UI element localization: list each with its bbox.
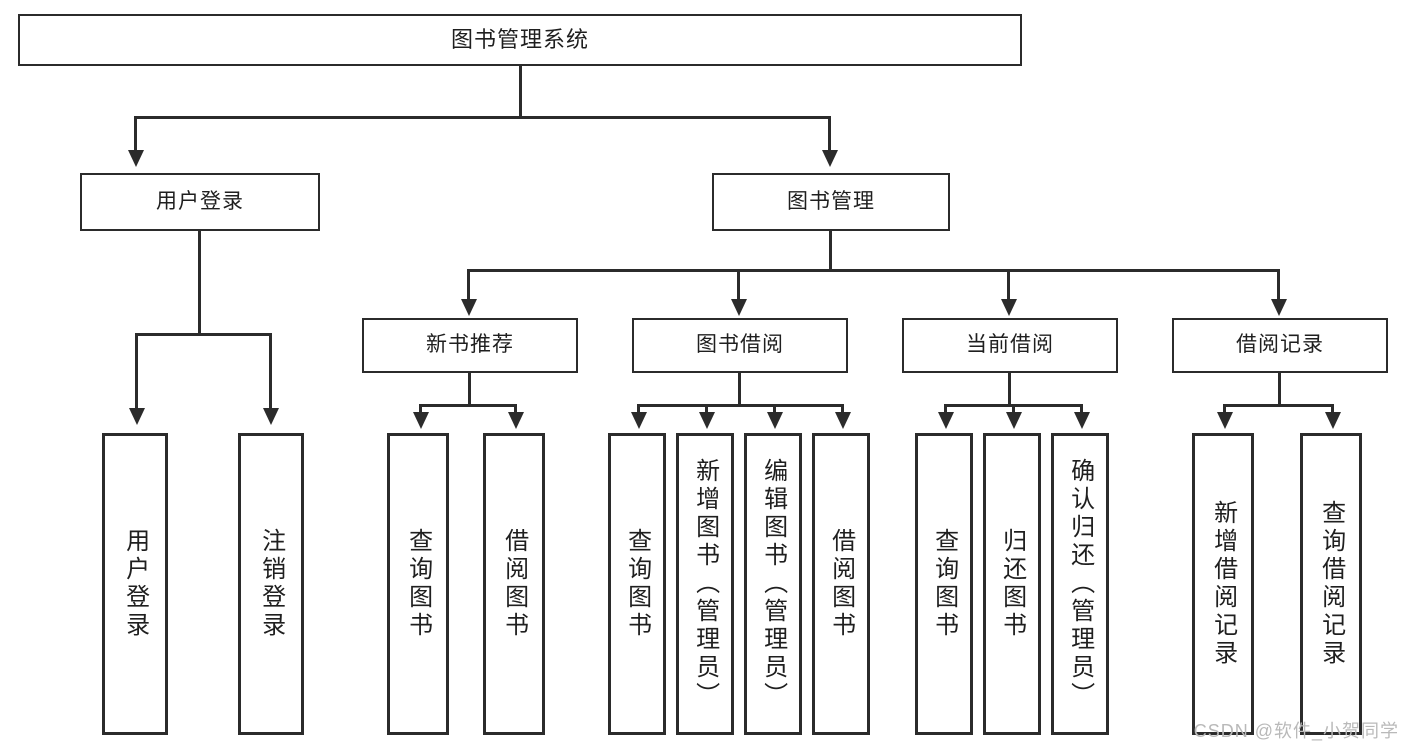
node-book-borrow[interactable]: 图书借阅: [632, 318, 848, 373]
connector-br-bus: [1223, 404, 1334, 407]
node-label: 用户登录: [156, 189, 244, 213]
leaf-confirm-return-admin[interactable]: 确认归还（管理员）: [1051, 433, 1109, 735]
node-label: 图书借阅: [696, 333, 784, 357]
connector-bb-trunk: [738, 373, 741, 406]
node-current-borrow[interactable]: 当前借阅: [902, 318, 1118, 373]
connector-root-to-user-login: [134, 116, 137, 152]
node-label: 新增借阅记录: [1209, 500, 1237, 668]
connector-cb-trunk: [1008, 373, 1011, 406]
connector-to-current-borrow: [1007, 269, 1010, 301]
connector-nbr-drop-2: [514, 404, 517, 418]
node-label: 编辑图书（管理员）: [759, 458, 787, 710]
arrowhead-leaf-return-book: [1006, 412, 1022, 429]
node-label: 用户登录: [121, 528, 149, 640]
connector-nbr-bus: [419, 404, 517, 407]
node-book-management[interactable]: 图书管理: [712, 173, 950, 231]
node-new-book-recommend[interactable]: 新书推荐: [362, 318, 578, 373]
node-label: 查询图书: [404, 528, 432, 640]
arrowhead-to-book-manage: [822, 150, 838, 167]
connector-user-login-drop-1: [135, 333, 138, 410]
arrowhead-leaf-logout-login: [263, 408, 279, 425]
node-label: 借阅记录: [1236, 333, 1324, 357]
connector-nbr-drop-1: [419, 404, 422, 418]
node-label: 新书推荐: [426, 333, 514, 357]
arrowhead-leaf-add-record: [1217, 412, 1233, 429]
connector-to-new-book-recommend: [467, 269, 470, 301]
connector-br-drop-2: [1331, 404, 1334, 418]
node-label: 借阅图书: [500, 528, 528, 640]
connector-to-borrow-record: [1277, 269, 1280, 301]
node-label: 图书管理系统: [450, 27, 589, 53]
connector-nbr-trunk: [468, 373, 471, 406]
connector-root-to-book-manage: [828, 116, 831, 152]
leaf-logout-login[interactable]: 注销登录: [238, 433, 304, 735]
arrowhead-to-current-borrow: [1001, 299, 1017, 316]
connector-user-login-drop-2: [269, 333, 272, 410]
connector-bb-drop-2: [705, 404, 708, 418]
connector-book-manage-trunk: [829, 231, 832, 271]
arrowhead-leaf-query-record: [1325, 412, 1341, 429]
node-label: 注销登录: [257, 528, 285, 640]
arrowhead-leaf-borrow-book-1: [508, 412, 524, 429]
leaf-return-book[interactable]: 归还图书: [983, 433, 1041, 735]
leaf-user-login[interactable]: 用户登录: [102, 433, 168, 735]
node-label: 归还图书: [998, 528, 1026, 640]
node-label: 查询图书: [623, 528, 651, 640]
connector-root-trunk: [519, 66, 522, 118]
leaf-edit-book-admin[interactable]: 编辑图书（管理员）: [744, 433, 802, 735]
leaf-query-borrow-record[interactable]: 查询借阅记录: [1300, 433, 1362, 735]
connector-cb-drop-2: [1012, 404, 1015, 418]
node-root-book-management-system[interactable]: 图书管理系统: [18, 14, 1022, 66]
leaf-add-book-admin[interactable]: 新增图书（管理员）: [676, 433, 734, 735]
node-label: 图书管理: [787, 189, 875, 213]
leaf-query-book-current[interactable]: 查询图书: [915, 433, 973, 735]
arrowhead-to-user-login: [128, 150, 144, 167]
node-label: 当前借阅: [966, 333, 1054, 357]
leaf-add-borrow-record[interactable]: 新增借阅记录: [1192, 433, 1254, 735]
leaf-borrow-book[interactable]: 借阅图书: [812, 433, 870, 735]
connector-cb-drop-3: [1080, 404, 1083, 418]
arrowhead-leaf-borrow-book-2: [835, 412, 851, 429]
connector-user-login-bus: [135, 333, 272, 336]
node-label: 新增图书（管理员）: [691, 458, 719, 710]
node-borrow-record[interactable]: 借阅记录: [1172, 318, 1388, 373]
arrowhead-leaf-user-login: [129, 408, 145, 425]
connector-bb-bus: [637, 404, 843, 407]
arrowhead-leaf-query-book-1: [413, 412, 429, 429]
arrowhead-leaf-edit-book: [767, 412, 783, 429]
connector-bb-drop-1: [637, 404, 640, 418]
arrowhead-leaf-query-book-2: [631, 412, 647, 429]
node-label: 查询借阅记录: [1317, 500, 1345, 668]
node-user-login[interactable]: 用户登录: [80, 173, 320, 231]
connector-book-manage-bus: [467, 269, 1279, 272]
node-label: 确认归还（管理员）: [1066, 458, 1094, 710]
node-label: 借阅图书: [827, 528, 855, 640]
arrowhead-to-new-book-recommend: [461, 299, 477, 316]
connector-cb-drop-1: [944, 404, 947, 418]
connector-br-trunk: [1278, 373, 1281, 406]
leaf-query-book-borrow[interactable]: 查询图书: [608, 433, 666, 735]
arrowhead-to-book-borrow: [731, 299, 747, 316]
arrowhead-to-borrow-record: [1271, 299, 1287, 316]
connector-to-book-borrow: [737, 269, 740, 301]
connector-bb-drop-3: [773, 404, 776, 418]
connector-root-bus: [134, 116, 831, 119]
arrowhead-leaf-query-book-3: [938, 412, 954, 429]
connector-br-drop-1: [1223, 404, 1226, 418]
node-label: 查询图书: [930, 528, 958, 640]
leaf-borrow-book-recommend[interactable]: 借阅图书: [483, 433, 545, 735]
connector-user-login-trunk: [198, 231, 201, 335]
leaf-query-book-recommend[interactable]: 查询图书: [387, 433, 449, 735]
connector-bb-drop-4: [841, 404, 844, 418]
arrowhead-leaf-add-book: [699, 412, 715, 429]
arrowhead-leaf-confirm-return: [1074, 412, 1090, 429]
